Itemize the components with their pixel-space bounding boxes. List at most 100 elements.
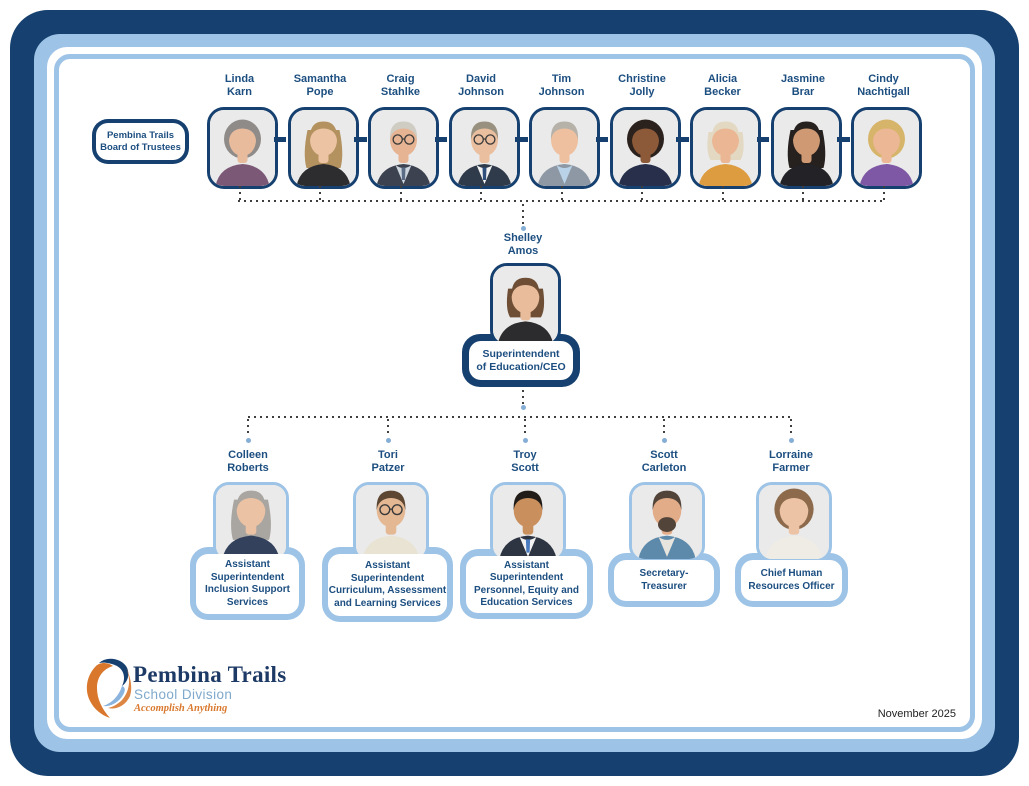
- person-portrait-icon: [356, 485, 426, 559]
- executive-title-line: Superintendent: [350, 572, 425, 584]
- person-first-name: Samantha: [293, 73, 347, 85]
- person-first-name: Scott: [650, 449, 678, 461]
- executive-title-line: Assistant: [503, 559, 549, 571]
- person-portrait-icon: [532, 110, 597, 186]
- executive-drop-line: [247, 419, 249, 436]
- executive-photo: [490, 482, 566, 562]
- person-portrait-icon: [854, 110, 919, 186]
- person-first-name: Colleen: [228, 449, 268, 461]
- person-last-name: Stahlke: [380, 86, 421, 98]
- logo-tagline: Accomplish Anything: [134, 703, 228, 714]
- executive-title-line: Secretary-: [639, 568, 689, 579]
- connector-dot: [385, 437, 391, 443]
- executives-bus-line: [248, 416, 792, 418]
- logo-subtitle: School Division: [134, 687, 233, 702]
- person-last-name: Nachtigall: [857, 86, 910, 98]
- person-first-name: Troy: [513, 449, 537, 461]
- trustee-drop-line: [882, 186, 885, 201]
- executive-title-line: and Learning Services: [334, 597, 441, 609]
- board-label-line2: Board of Trustees: [100, 141, 181, 153]
- connector-dot: [522, 437, 528, 443]
- person-portrait-icon: [451, 110, 517, 186]
- connector-dot: [520, 225, 526, 231]
- executive-drop-line: [663, 419, 665, 436]
- photo-connector-bar: [756, 137, 769, 142]
- chart-date: November 2025: [877, 708, 956, 720]
- trustee-drop-line: [238, 186, 241, 201]
- ceo-to-exec-line: [522, 390, 524, 404]
- trustee-drop-line: [641, 186, 643, 201]
- person-last-name: Brar: [791, 86, 815, 98]
- person-last-name: Amos: [507, 245, 539, 257]
- trustee-photo: [690, 107, 761, 189]
- executive-title-line: Superintendent: [210, 571, 285, 583]
- board-label-line1: Pembina Trails: [106, 130, 175, 141]
- photo-connector-bar: [595, 137, 608, 142]
- trustee-drop-line: [319, 186, 321, 201]
- executive-title-line: Assistant: [364, 560, 410, 571]
- executive-drop-line: [524, 419, 526, 436]
- photo-connector-bar: [354, 137, 367, 142]
- person-last-name: Pope: [306, 86, 334, 98]
- person-first-name: David: [466, 73, 496, 85]
- person-portrait-icon: [612, 110, 678, 186]
- person-last-name: Johnson: [458, 86, 504, 98]
- executive-title-line: Education Services: [480, 597, 573, 608]
- person-first-name: Craig: [386, 73, 415, 85]
- person-portrait-icon: [493, 485, 563, 559]
- ceo-title-line: of Education/CEO: [476, 360, 566, 373]
- trustee-photo: [448, 107, 520, 189]
- executive-drop-line: [790, 419, 792, 436]
- trustee-photo: [207, 107, 278, 189]
- person-last-name: Scott: [511, 462, 539, 474]
- person-portrait-icon: [371, 110, 436, 186]
- person-first-name: Jasmine: [780, 73, 826, 85]
- executive-title-line: Curriculum, Assessment: [328, 585, 447, 596]
- executive-title-line: Personnel, Equity and: [473, 584, 580, 596]
- person-first-name: Christine: [618, 73, 666, 85]
- logo-title: Pembina Trails: [133, 662, 287, 687]
- photo-connector-bar: [837, 137, 850, 142]
- person-last-name: Becker: [704, 86, 741, 98]
- person-first-name: Tim: [551, 73, 572, 85]
- connector-dot: [661, 437, 667, 443]
- executive-photo: [756, 482, 832, 562]
- person-last-name: Jolly: [629, 86, 655, 98]
- executive-title-line: Services: [226, 596, 269, 608]
- person-first-name: Lorraine: [768, 449, 813, 461]
- person-portrait-icon: [210, 110, 275, 186]
- trustee-photo: [609, 107, 681, 189]
- person-last-name: Karn: [226, 86, 253, 98]
- photo-connector-bar: [676, 137, 689, 142]
- trustee-photo: [287, 107, 359, 189]
- executive-photo: [353, 482, 429, 562]
- trustee-drop-line: [480, 186, 482, 201]
- trustee-drop-line: [399, 186, 402, 201]
- board-of-trustees-label-text: Pembina Trails Board of Trustees: [96, 123, 185, 160]
- person-portrait-icon: [290, 110, 356, 186]
- superintendent-photo: [490, 263, 561, 347]
- executive-photo: [629, 482, 705, 562]
- ceo-drop-line: [522, 204, 524, 225]
- trustee-drop-line: [802, 186, 804, 201]
- person-first-name: Cindy: [868, 73, 899, 85]
- person-last-name: Carleton: [641, 462, 687, 474]
- person-portrait-icon: [216, 485, 286, 559]
- ceo-title-line: Superintendent: [482, 347, 560, 360]
- connector-dot: [245, 437, 251, 443]
- person-first-name: Shelley: [503, 232, 543, 244]
